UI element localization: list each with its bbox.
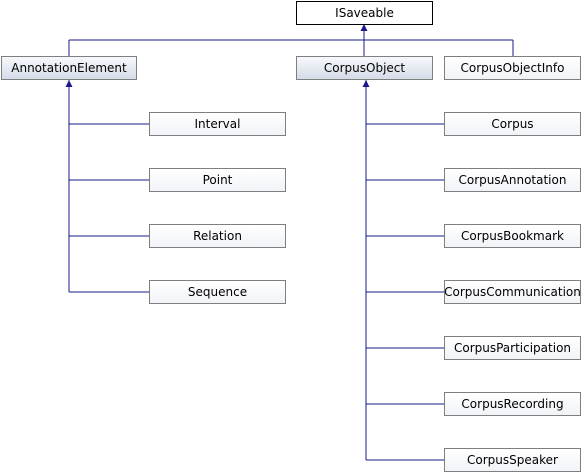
node-isaveable[interactable]: ISaveable	[296, 1, 433, 25]
node-corpus-communication[interactable]: CorpusCommunication	[444, 280, 581, 304]
node-corpus[interactable]: Corpus	[444, 112, 581, 136]
node-interval[interactable]: Interval	[149, 112, 286, 136]
node-corpus-speaker[interactable]: CorpusSpeaker	[444, 448, 581, 472]
node-relation[interactable]: Relation	[149, 224, 286, 248]
node-sequence[interactable]: Sequence	[149, 280, 286, 304]
node-corpus-participation[interactable]: CorpusParticipation	[444, 336, 581, 360]
node-corpus-object-info[interactable]: CorpusObjectInfo	[444, 56, 581, 80]
node-corpus-annotation[interactable]: CorpusAnnotation	[444, 168, 581, 192]
node-corpus-bookmark[interactable]: CorpusBookmark	[444, 224, 581, 248]
node-annotation-element[interactable]: AnnotationElement	[1, 56, 137, 80]
node-corpus-recording[interactable]: CorpusRecording	[444, 392, 581, 416]
node-point[interactable]: Point	[149, 168, 286, 192]
node-corpus-object[interactable]: CorpusObject	[296, 56, 433, 80]
